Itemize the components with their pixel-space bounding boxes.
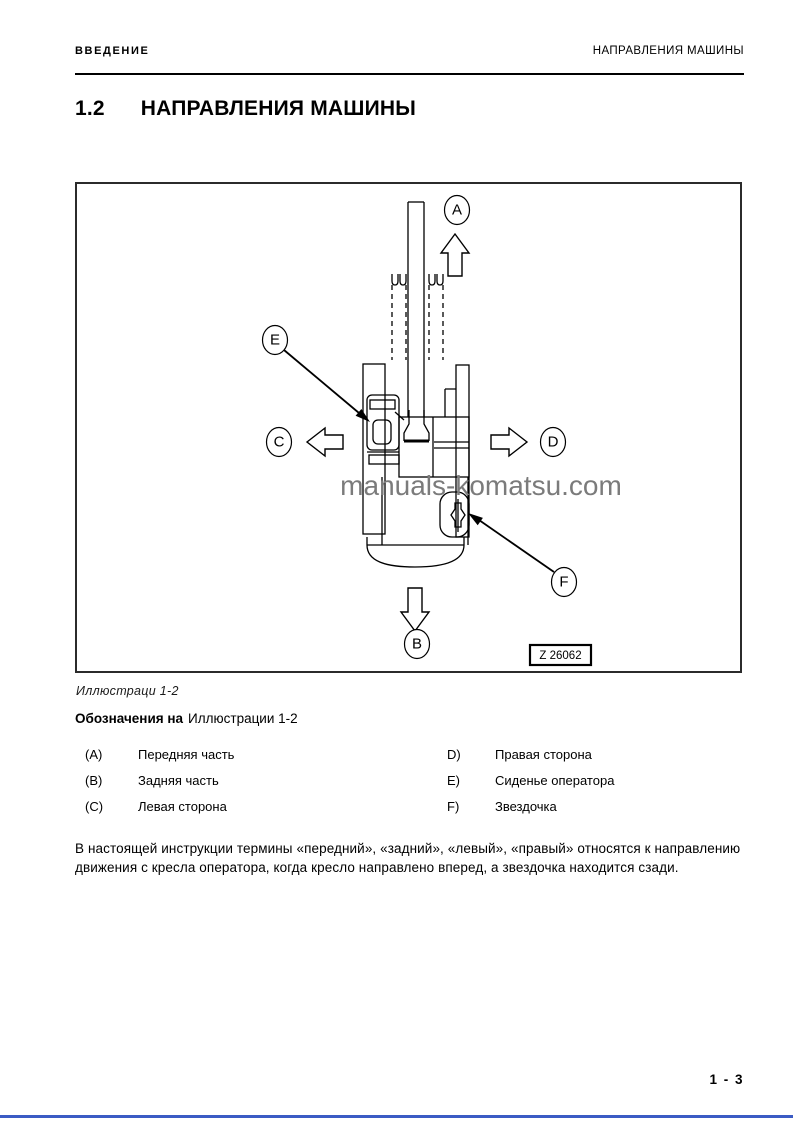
legend-heading-normal: Иллюстрации 1-2 <box>188 711 298 726</box>
arrow-down-icon <box>399 587 431 633</box>
svg-text:D: D <box>548 434 559 451</box>
leader-arrow-sprocket <box>468 513 555 573</box>
section-heading: 1.2 НАПРАВЛЕНИЯ МАШИНЫ <box>75 97 416 121</box>
arm-fork-left <box>391 274 407 360</box>
legend-label: Правая сторона <box>495 747 592 762</box>
callout-b: B <box>403 628 431 660</box>
svg-text:A: A <box>452 202 462 219</box>
section-number: 1.2 <box>75 97 105 120</box>
arrow-right-icon <box>490 426 529 458</box>
figure-ref-box: Z 26062 <box>528 643 593 667</box>
track-left <box>362 363 386 535</box>
legend-table: (A) Передняя часть D) Правая сторона (B)… <box>85 748 744 814</box>
legend-key: (B) <box>85 773 103 788</box>
callout-f: F <box>550 566 578 598</box>
header-chapter-title: НАПРАВЛЕНИЯ МАШИНЫ <box>592 45 744 57</box>
svg-text:F: F <box>559 574 568 591</box>
legend-heading-bold: Обозначения на <box>75 711 184 726</box>
callout-e: E <box>261 324 289 356</box>
callout-c: C <box>265 426 293 458</box>
legend-label: Левая сторона <box>138 799 227 814</box>
legend-label: Задняя часть <box>138 773 219 788</box>
legend-key: (C) <box>85 799 104 814</box>
header-rule <box>75 73 744 75</box>
operator-seat <box>366 394 405 465</box>
sprocket <box>439 491 470 538</box>
svg-text:C: C <box>274 434 285 451</box>
page-header: ВВЕДЕНИЕ НАПРАВЛЕНИЯ МАШИНЫ <box>75 45 744 57</box>
callout-a: A <box>443 194 471 226</box>
figure-box: manuals-komatsu.com A B <box>75 182 742 673</box>
figure-caption: Иллюстраци 1-2 <box>76 684 179 698</box>
arrow-left-icon <box>305 426 344 458</box>
svg-text:B: B <box>412 636 422 653</box>
legend-label: Сиденье оператора <box>495 773 615 788</box>
legend-label: Передняя часть <box>138 747 235 762</box>
section-title-text: НАПРАВЛЕНИЯ МАШИНЫ <box>140 97 417 120</box>
body-paragraph: В настоящей инструкции термины «передний… <box>75 841 741 875</box>
figure-ref-code: Z 26062 <box>539 650 581 662</box>
machine-body <box>362 363 470 568</box>
page-bottom-accent-line <box>0 1115 793 1118</box>
boom-foot <box>403 410 430 443</box>
legend-key: (A) <box>85 747 103 762</box>
header-section-title: ВВЕДЕНИЕ <box>75 45 150 57</box>
legend-label: Звездочка <box>495 799 557 814</box>
machine-directions-diagram: manuals-komatsu.com A B <box>261 194 622 667</box>
boom-outline <box>407 201 425 417</box>
callout-d: D <box>539 426 567 458</box>
svg-text:E: E <box>270 332 280 349</box>
upper-structure <box>398 416 470 478</box>
legend-key: F) <box>447 799 460 814</box>
arrow-up-icon <box>439 232 471 277</box>
legend-key: E) <box>447 773 460 788</box>
watermark-text: manuals-komatsu.com <box>340 470 622 501</box>
page-number: 1 - 3 <box>709 1072 744 1087</box>
legend-key: D) <box>447 747 461 762</box>
counterweight-arc <box>366 544 465 568</box>
legend-heading: Обозначения на Иллюстрации 1-2 <box>75 711 298 726</box>
leader-arrow-seat <box>283 349 370 422</box>
arm-fork-right <box>428 274 444 360</box>
